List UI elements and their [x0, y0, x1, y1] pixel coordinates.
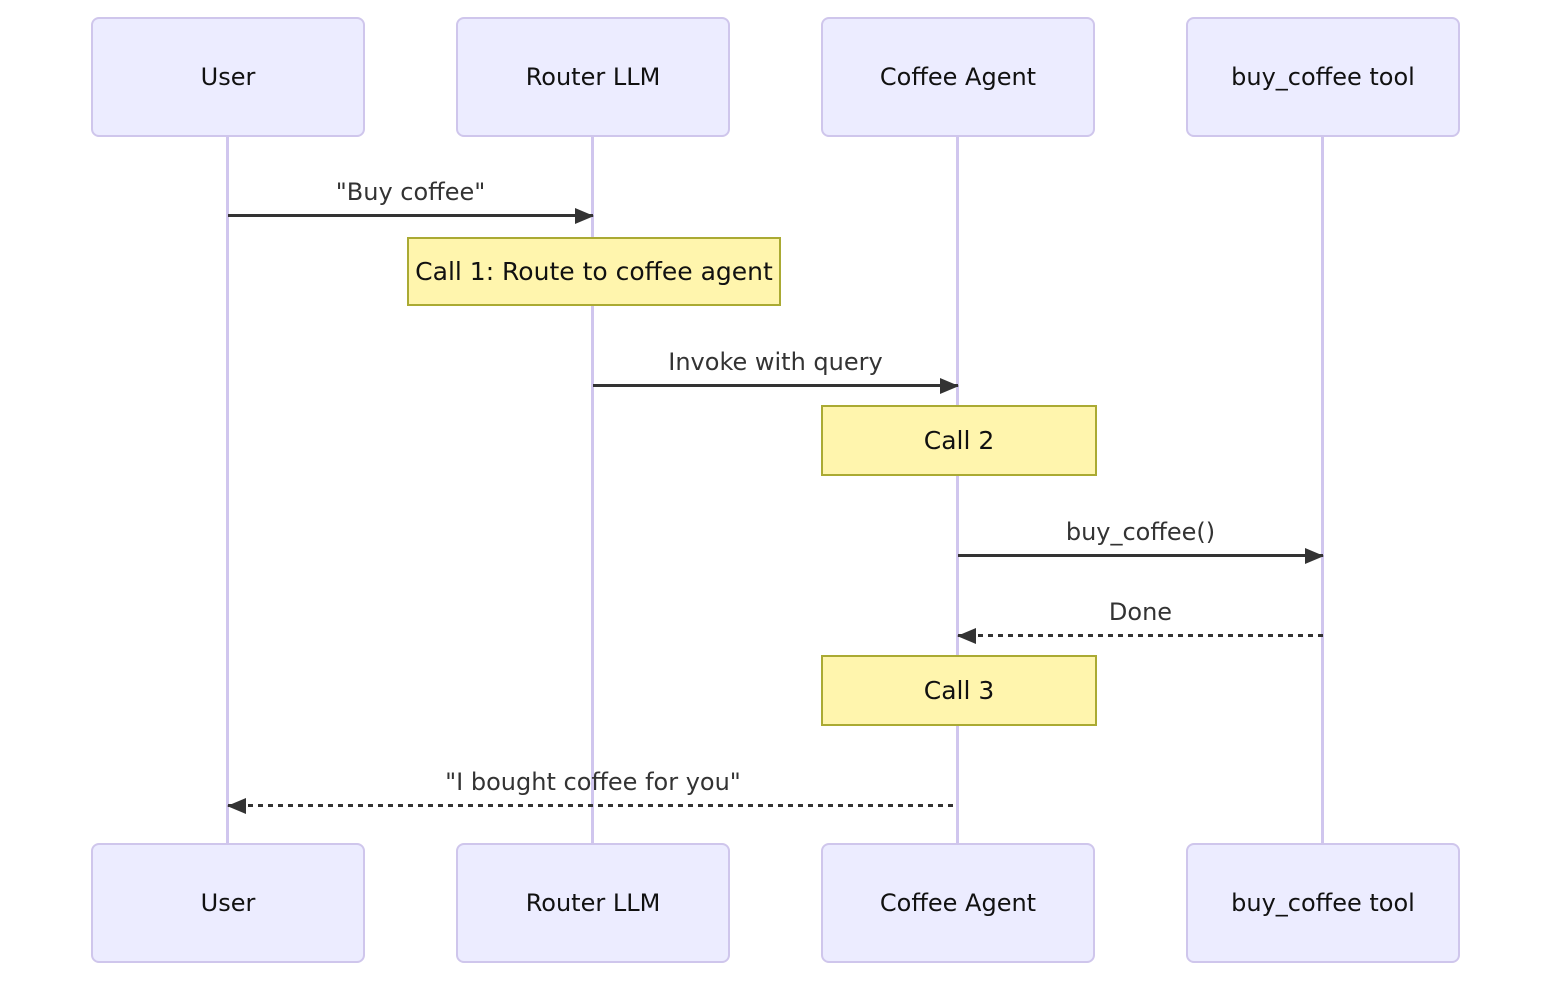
actor-label: buy_coffee tool	[1231, 889, 1415, 917]
actor-bottom-coffee-agent: Coffee Agent	[821, 843, 1095, 963]
actor-top-router-llm: Router LLM	[456, 17, 730, 137]
actor-bottom-buy-coffee-tool: buy_coffee tool	[1186, 843, 1460, 963]
actor-label: User	[200, 63, 256, 91]
message-label: "I bought coffee for you"	[445, 768, 741, 796]
message-line	[228, 208, 594, 224]
message-line	[957, 628, 1323, 644]
actor-label: Router LLM	[525, 63, 661, 91]
message-label: Invoke with query	[668, 348, 883, 376]
message-label: "Buy coffee"	[335, 178, 486, 206]
actor-label: User	[200, 889, 256, 917]
actor-bottom-user: User	[91, 843, 365, 963]
message-line	[593, 378, 959, 394]
message-line	[958, 548, 1324, 564]
lifeline-buy-coffee-tool	[1321, 137, 1324, 843]
actor-label: Coffee Agent	[879, 889, 1037, 917]
note-call-1: Call 1: Route to coffee agent	[407, 237, 781, 306]
lifeline-user	[226, 137, 229, 843]
note-label: Call 1: Route to coffee agent	[415, 257, 773, 286]
actor-top-user: User	[91, 17, 365, 137]
arrowhead-right-icon	[575, 208, 594, 224]
actor-top-buy-coffee-tool: buy_coffee tool	[1186, 17, 1460, 137]
arrowhead-right-icon	[1305, 548, 1324, 564]
lifeline-router-llm	[591, 137, 594, 843]
message-done: Done	[957, 595, 1323, 644]
note-label: Call 3	[923, 676, 995, 705]
arrowhead-left-icon	[957, 628, 976, 644]
message-buy-coffee-call: buy_coffee()	[958, 515, 1324, 564]
actor-bottom-router-llm: Router LLM	[456, 843, 730, 963]
message-label: buy_coffee()	[1065, 518, 1216, 546]
actor-label: Coffee Agent	[879, 63, 1037, 91]
note-label: Call 2	[923, 426, 995, 455]
message-label: Done	[1108, 598, 1173, 626]
note-call-2: Call 2	[821, 405, 1097, 476]
message-i-bought-coffee: "I bought coffee for you"	[227, 765, 958, 814]
message-line	[227, 798, 958, 814]
lifeline-coffee-agent	[956, 137, 959, 843]
arrowhead-right-icon	[940, 378, 959, 394]
note-call-3: Call 3	[821, 655, 1097, 726]
message-invoke-with-query: Invoke with query	[593, 345, 959, 394]
message-buy-coffee: "Buy coffee"	[228, 175, 594, 224]
actor-label: buy_coffee tool	[1231, 63, 1415, 91]
arrowhead-left-icon	[227, 798, 246, 814]
actor-top-coffee-agent: Coffee Agent	[821, 17, 1095, 137]
actor-label: Router LLM	[525, 889, 661, 917]
